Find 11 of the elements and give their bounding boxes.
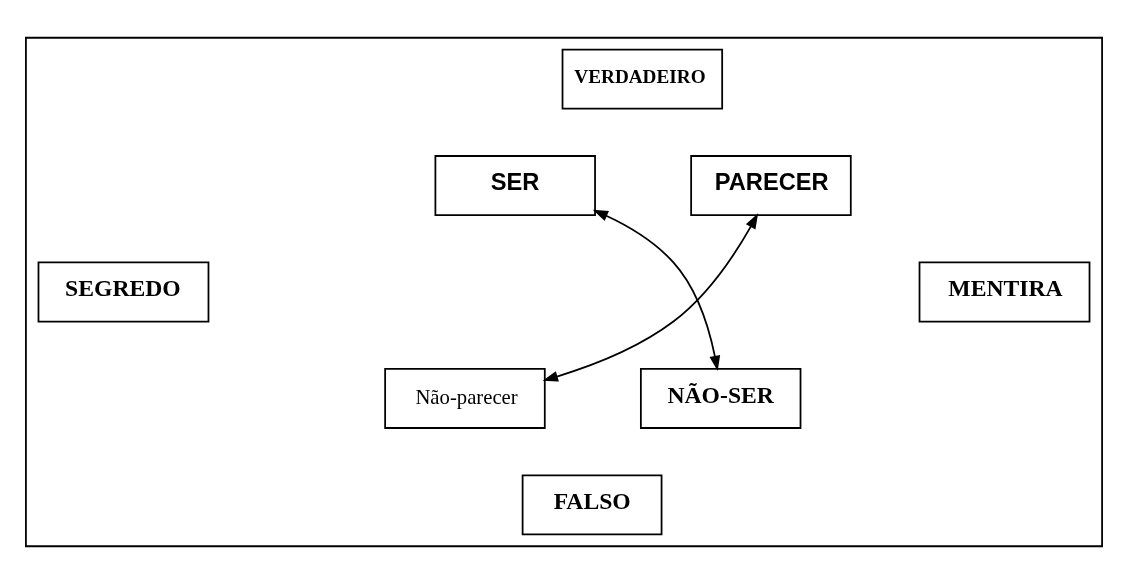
cluster — [25, 36, 1103, 547]
node-box: Não-parecer — [384, 367, 546, 429]
arrow — [592, 209, 721, 371]
node-box: FALSO — [521, 473, 663, 535]
node-box: SER — [434, 154, 596, 216]
arrow — [542, 212, 759, 382]
node-box: MENTIRA — [918, 261, 1091, 322]
node-box: NÃO-SER — [640, 367, 802, 429]
node-box: SEGREDO — [37, 261, 210, 322]
node-box: PARECER — [690, 154, 852, 216]
node-box: VERDADEIRO — [561, 48, 724, 110]
